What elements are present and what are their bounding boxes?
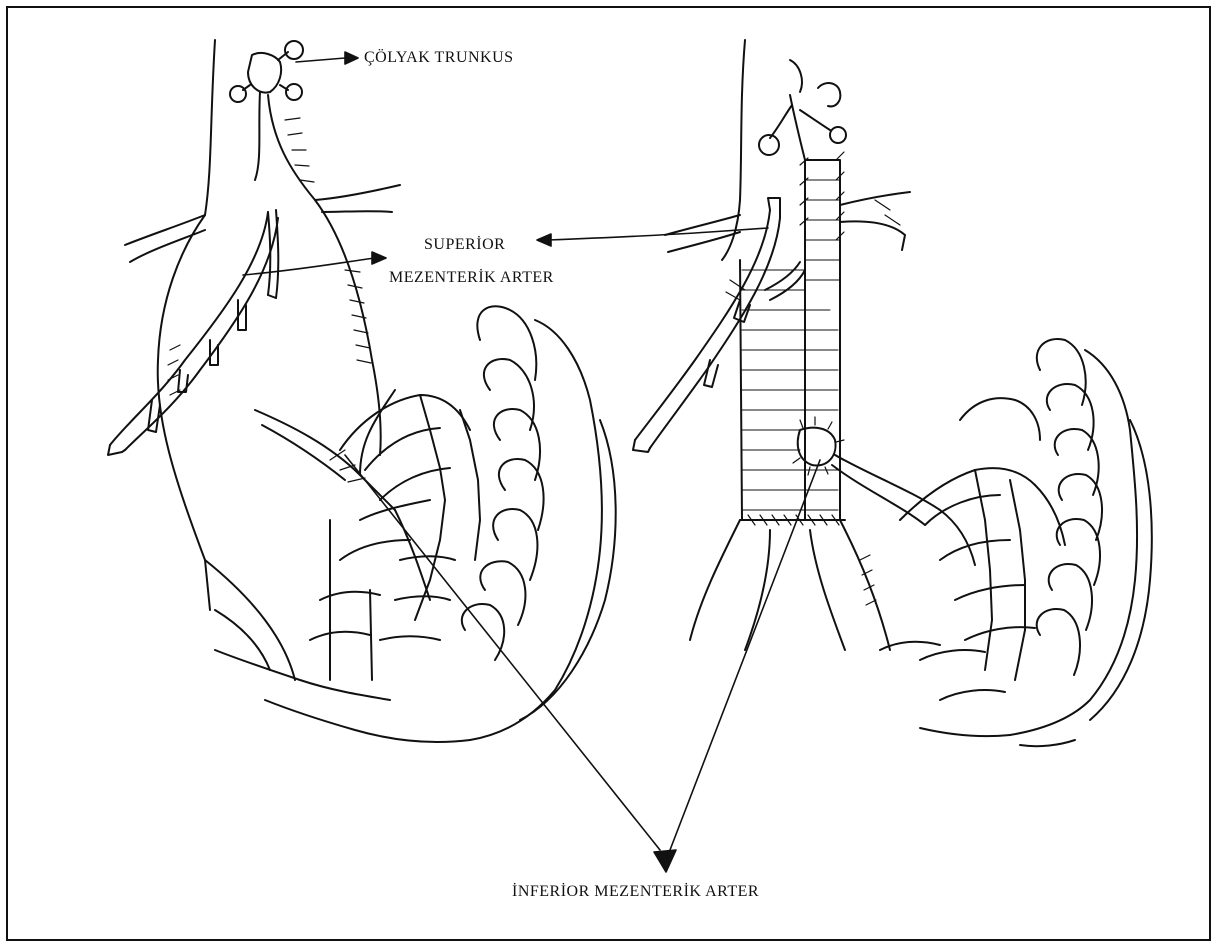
celiac-trunk-label: ÇÖLYAK TRUNKUS — [364, 49, 514, 67]
sma-label-line1: SUPERİOR — [424, 236, 505, 254]
arrowhead — [537, 234, 551, 246]
sma-label-line2: MEZENTERİK ARTER — [389, 269, 554, 287]
left-celiac-trunk — [230, 41, 303, 102]
left-aorta — [158, 40, 381, 610]
celiac-trunk-callout — [296, 52, 358, 64]
right-sma — [633, 198, 805, 452]
left-colon — [205, 306, 616, 742]
ima-callout — [345, 455, 820, 872]
sma-callout — [243, 228, 768, 275]
right-mesenteric-arcades — [880, 398, 1065, 700]
left-mesenteric-arcades — [310, 395, 480, 680]
right-celiac-trunk — [759, 60, 846, 155]
right-renal-branches — [665, 192, 910, 252]
right-ima-reimplant — [793, 417, 975, 565]
ima-label: İNFERİOR MEZENTERİK ARTER — [512, 883, 759, 901]
left-sma — [108, 210, 278, 455]
arrowhead — [372, 252, 386, 264]
arrowhead — [345, 52, 358, 64]
right-colon — [920, 339, 1152, 746]
left-renal-branches — [125, 185, 400, 262]
left-ima-branches — [255, 390, 430, 600]
right-aorta-with-graft — [690, 40, 890, 650]
arrowhead — [654, 850, 676, 872]
